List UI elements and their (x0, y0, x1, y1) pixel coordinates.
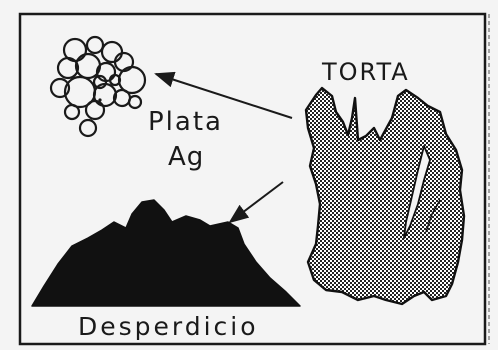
torta-ore-shape (304, 86, 466, 306)
plata-label: Plata (148, 107, 223, 137)
arrow-to-silver (154, 71, 293, 119)
silver-dot (98, 98, 102, 102)
diagram-frame (18, 12, 487, 346)
silver-circle-cluster (49, 35, 147, 138)
waste-heap-shape (31, 199, 301, 307)
torta-crack-2 (425, 199, 441, 233)
torta-crack (403, 145, 431, 239)
torta-label: TORTA (322, 58, 410, 86)
ag-label: Ag (168, 142, 205, 172)
arrow-to-waste (228, 181, 284, 224)
desperdicio-label: Desperdicio (78, 312, 259, 341)
